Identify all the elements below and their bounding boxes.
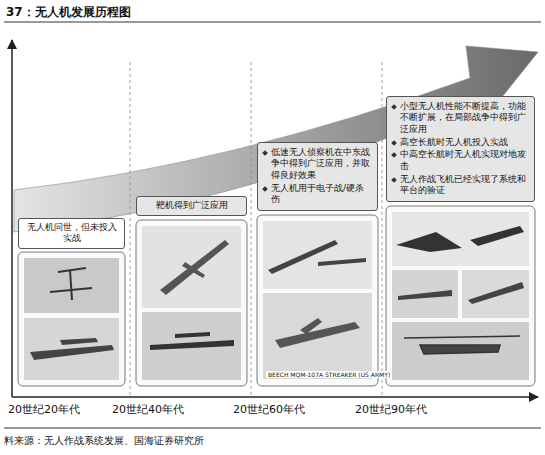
item-wrap: 无人作战飞机已经实现了系统和平台的验证 xyxy=(391,174,530,197)
milestone-box: 靶机得到广泛应用 xyxy=(136,196,247,216)
milestone-list-box: 低速无人侦察机在中东战争中得到广泛应用，并取得良好效果无人机用于电子战/硬杀伤 xyxy=(257,142,378,211)
bullet-mark xyxy=(391,152,397,158)
era-label: 20世纪90年代 xyxy=(355,402,427,417)
milestone-list-box: 小型无人机性能不断提高，功能不断扩展，在局部战争中得到广泛应用高空长航时无人机投… xyxy=(386,96,535,203)
item-wrap: 低速无人侦察机在中东战争中得到广泛应用，并取得良好效果 xyxy=(262,147,373,182)
photo-panels xyxy=(18,206,535,386)
milestone-text: 无人作战飞机已经实现了系统和平台的验证 xyxy=(400,174,530,197)
milestone-text: 小型无人机性能不断提高，功能不断扩展，在局部战争中得到广泛应用 xyxy=(400,101,530,136)
item-wrap: 无人机问世，但未投入实战 xyxy=(23,222,120,245)
caption-rule xyxy=(4,428,541,429)
milestone-text: 无人机用于电子战/硬杀伤 xyxy=(271,183,373,206)
item-wrap: 高空长航时无人机投入实战 xyxy=(391,137,530,149)
x-axis xyxy=(12,396,538,398)
bullet-mark xyxy=(262,150,268,156)
figure-title: 37：无人机发展历程图 xyxy=(6,4,131,21)
growth-arrow xyxy=(14,46,538,232)
milestone-text: 中高空长航时无人机实现对地攻击 xyxy=(400,149,530,172)
source-caption: 料来源：无人作战系统发展、国海证券研究所 xyxy=(4,434,204,448)
era-label: 20世纪20年代 xyxy=(8,402,80,417)
item-wrap: 靶机得到广泛应用 xyxy=(141,200,242,212)
era-label: 20世纪40年代 xyxy=(112,402,184,417)
milestone-text: 靶机得到广泛应用 xyxy=(156,200,228,210)
milestone-text: 低速无人侦察机在中东战争中得到广泛应用，并取得良好效果 xyxy=(271,147,373,182)
milestone-text: 无人机问世，但未投入实战 xyxy=(27,222,117,244)
photo-caption: BEECH MQM-107A STREAKER (US ARMY) xyxy=(266,371,392,378)
item-wrap: 小型无人机性能不断提高，功能不断扩展，在局部战争中得到广泛应用 xyxy=(391,101,530,136)
era-separators xyxy=(130,62,382,396)
milestone-box: 无人机问世，但未投入实战 xyxy=(18,218,125,249)
bullet-mark xyxy=(391,140,397,146)
bullet-mark xyxy=(391,104,397,110)
title-rule xyxy=(4,22,541,23)
bullet-mark xyxy=(391,177,397,183)
era-label: 20世纪60年代 xyxy=(233,402,305,417)
milestone-text: 高空长航时无人机投入实战 xyxy=(400,137,508,149)
item-wrap: 无人机用于电子战/硬杀伤 xyxy=(262,183,373,206)
bullet-mark xyxy=(262,186,268,192)
item-wrap: 中高空长航时无人机实现对地攻击 xyxy=(391,149,530,172)
y-axis xyxy=(11,40,13,397)
